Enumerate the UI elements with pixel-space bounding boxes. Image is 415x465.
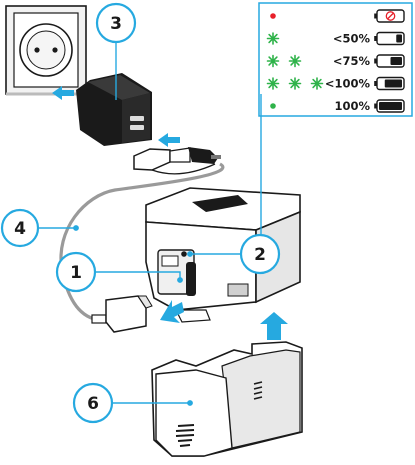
callout-1: 1 <box>55 251 97 293</box>
battery-full-icon <box>374 99 405 113</box>
battery-25-icon <box>374 31 405 46</box>
legend-row: <100% <box>266 76 405 91</box>
led-dot-icon <box>270 103 276 109</box>
wall-socket <box>5 5 87 96</box>
blinking-led-icon <box>266 32 280 45</box>
battery-75-icon <box>374 76 405 91</box>
callout-3: 3 <box>95 2 137 44</box>
insert-arrow <box>160 300 184 323</box>
charging-cable <box>59 162 225 322</box>
dock-arrow <box>260 312 288 340</box>
battery-status-legend: <50% <75% <100% 100% <box>258 2 413 117</box>
battery-empty-icon <box>374 9 405 23</box>
legend-percent-label: <50% <box>333 32 371 46</box>
leader-lines <box>24 42 262 406</box>
plug-arrow <box>52 86 74 100</box>
usb-c-connector <box>91 295 153 333</box>
legend-row: <75% <box>266 54 405 68</box>
callout-2-label: 2 <box>254 245 266 265</box>
callout-4: 4 <box>0 208 40 248</box>
callout-1-label: 1 <box>70 263 82 283</box>
charging-dock <box>151 341 303 457</box>
legend-percent-label: 100% <box>334 99 370 113</box>
callout-3-label: 3 <box>110 14 122 34</box>
legend-percent-label: <100% <box>325 77 371 91</box>
usb-cable-plugs <box>133 147 221 171</box>
callout-6: 6 <box>72 382 114 424</box>
dock-side-vent-icon <box>253 381 263 400</box>
connect-arrow-usb <box>158 133 180 147</box>
blinking-led-icon <box>266 54 302 68</box>
legend-row <box>270 9 405 23</box>
dock-vent-icon <box>175 424 195 447</box>
led-dot-icon <box>270 13 276 19</box>
callout-2: 2 <box>239 233 281 275</box>
legend-percent-label: <75% <box>333 54 371 68</box>
legend-row: 100% <box>270 99 405 113</box>
callout-4-label: 4 <box>14 219 26 239</box>
battery-50-icon <box>374 54 405 68</box>
blinking-led-icon <box>266 77 324 90</box>
power-adapter <box>76 73 152 146</box>
legend-row: <50% <box>266 31 405 46</box>
callout-6-label: 6 <box>87 394 99 414</box>
